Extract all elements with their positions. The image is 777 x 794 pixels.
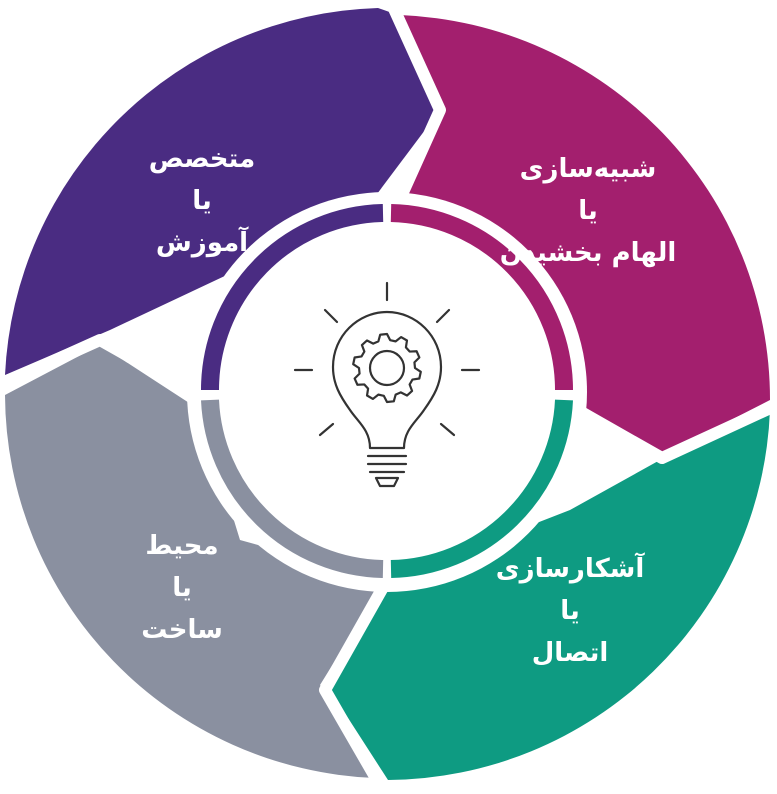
top-right-line-3: الهام بخشیدن [499,238,677,268]
ray-top-right [435,308,451,324]
separator-top [384,0,446,213]
segment-top-right-shape [395,15,771,455]
top-right-line-2: یا [578,196,598,226]
separator-right [557,394,777,464]
ray-bottom-left [318,422,335,437]
gear-hub [368,349,406,387]
inner-arc-bottom-left [201,399,384,578]
bulb-tip [374,476,400,488]
separator-bottom [319,572,396,794]
top-left-line-3: آموزش [155,228,249,258]
segment-label-top-left: متخصص یا آموزش [82,138,322,264]
segment-bottom-left-shape [5,345,385,778]
segment-label-bottom-left: محیط یا ساخت [62,525,302,651]
inner-arc-top-right [390,204,573,391]
bottom-right-line-3: اتصال [531,638,609,668]
inner-arc-bottom-right [390,399,573,578]
bottom-right-line-2: یا [560,596,580,626]
segment-label-top-right: شبیه‌سازی یا الهام بخشیدن [468,148,708,274]
segment-label-bottom-right: آشکارسازی یا اتصال [450,548,690,674]
top-left-line-1: متخصص [148,144,256,174]
top-left-line-2: یا [192,186,212,216]
bottom-left-line-3: ساخت [141,615,223,645]
center-disc-background [187,192,587,592]
segment-bottom-right-shape [330,410,770,780]
separator-left [0,334,218,411]
bottom-left-line-2: یا [172,573,192,603]
segment-top-left-shape [5,8,440,375]
bottom-left-line-1: محیط [145,531,219,561]
top-right-line-1: شبیه‌سازی [519,154,657,184]
bulb-glass [331,310,443,450]
bottom-right-line-1: آشکارسازی [495,554,645,584]
inner-arc-top-left [201,204,384,391]
ray-top-left [323,308,339,324]
lightbulb-gear-icon [293,281,481,488]
ray-bottom-right [439,422,456,437]
gear-outline [352,332,422,404]
